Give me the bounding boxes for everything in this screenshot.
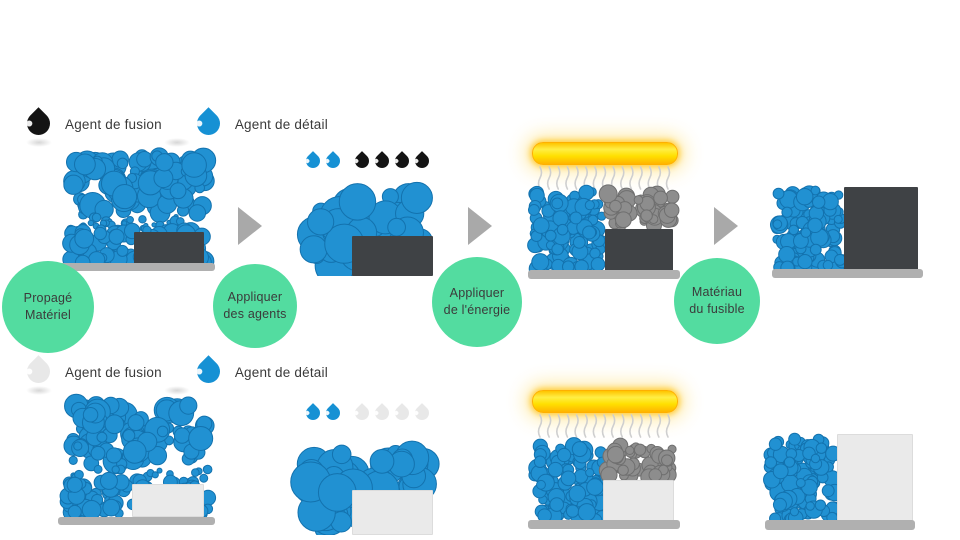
arrow-right-icon xyxy=(238,207,262,245)
build-platform xyxy=(58,517,215,525)
agent-drop-icon xyxy=(412,403,432,423)
panel-apply-agents-row1 xyxy=(296,148,433,276)
panel-spread-material-row2 xyxy=(58,393,217,528)
fused-part-block xyxy=(605,229,673,271)
agent-drop-icon xyxy=(392,403,412,423)
powder-blue-region xyxy=(769,185,850,270)
agent-drop-icon xyxy=(323,403,343,423)
build-platform xyxy=(528,520,680,529)
build-platform xyxy=(772,269,923,278)
heat-lamp xyxy=(532,142,678,165)
powder-blue-region xyxy=(528,437,609,522)
powder-heated-gray-region xyxy=(598,184,680,234)
agent-drop-icon xyxy=(303,151,323,171)
agent-droplets-row xyxy=(303,150,432,172)
fusion-agent-drop-icon xyxy=(22,355,55,388)
panel-spread-material-row1 xyxy=(58,147,217,275)
fused-part-block xyxy=(352,236,433,276)
agent-drop-icon xyxy=(392,151,412,171)
fusion-agent-drop-icon xyxy=(22,107,55,140)
drop-reflection xyxy=(26,386,52,395)
agent-drop-icon xyxy=(352,151,372,171)
agent-droplets-row xyxy=(303,402,432,424)
powder-blue-region xyxy=(763,432,844,521)
fused-part-block-light xyxy=(837,434,913,521)
drop-reflection xyxy=(26,138,52,147)
agent-drop-icon xyxy=(303,403,323,423)
legend-row1: Agent de fusion Agent de détail xyxy=(20,104,356,144)
drop-reflection xyxy=(164,386,190,395)
panel-apply-energy-row2 xyxy=(528,388,680,530)
panel-fused-material-row2 xyxy=(763,432,915,530)
detail-agent-label: Agent de détail xyxy=(234,364,328,380)
build-platform xyxy=(528,270,680,279)
detail-agent-label: Agent de détail xyxy=(234,116,328,132)
arrow-right-icon xyxy=(714,207,738,245)
fused-part-block-light xyxy=(132,484,204,517)
powder-cloud xyxy=(63,147,217,224)
build-platform xyxy=(765,520,915,530)
detail-agent-drop-icon xyxy=(192,355,225,388)
fused-part-block-light xyxy=(603,480,674,522)
heat-rays xyxy=(537,414,671,438)
agent-drop-icon xyxy=(323,151,343,171)
detail-agent-drop-icon xyxy=(192,107,225,140)
powder-heated-gray-region xyxy=(598,437,677,486)
panel-apply-energy-row1 xyxy=(527,140,680,280)
agent-drop-icon xyxy=(352,403,372,423)
agent-drop-icon xyxy=(372,151,392,171)
powder-cloud xyxy=(63,393,215,475)
fusion-agent-label: Agent de fusion xyxy=(65,116,162,132)
panel-apply-agents-row2 xyxy=(290,400,440,535)
agent-drop-icon xyxy=(412,151,432,171)
fused-part-block xyxy=(844,187,918,270)
fused-part-block-light xyxy=(352,490,433,535)
legend-row2: Agent de fusion Agent de détail xyxy=(20,352,356,392)
panel-fused-material-row1 xyxy=(769,185,924,280)
drop-reflection xyxy=(164,138,190,147)
powder-blue-region xyxy=(527,184,610,272)
agent-drop-icon xyxy=(372,403,392,423)
fusion-agent-label: Agent de fusion xyxy=(65,364,162,380)
heat-lamp xyxy=(532,390,678,413)
arrow-right-icon xyxy=(468,207,492,245)
fused-part-block xyxy=(134,232,204,265)
build-platform xyxy=(58,263,215,271)
